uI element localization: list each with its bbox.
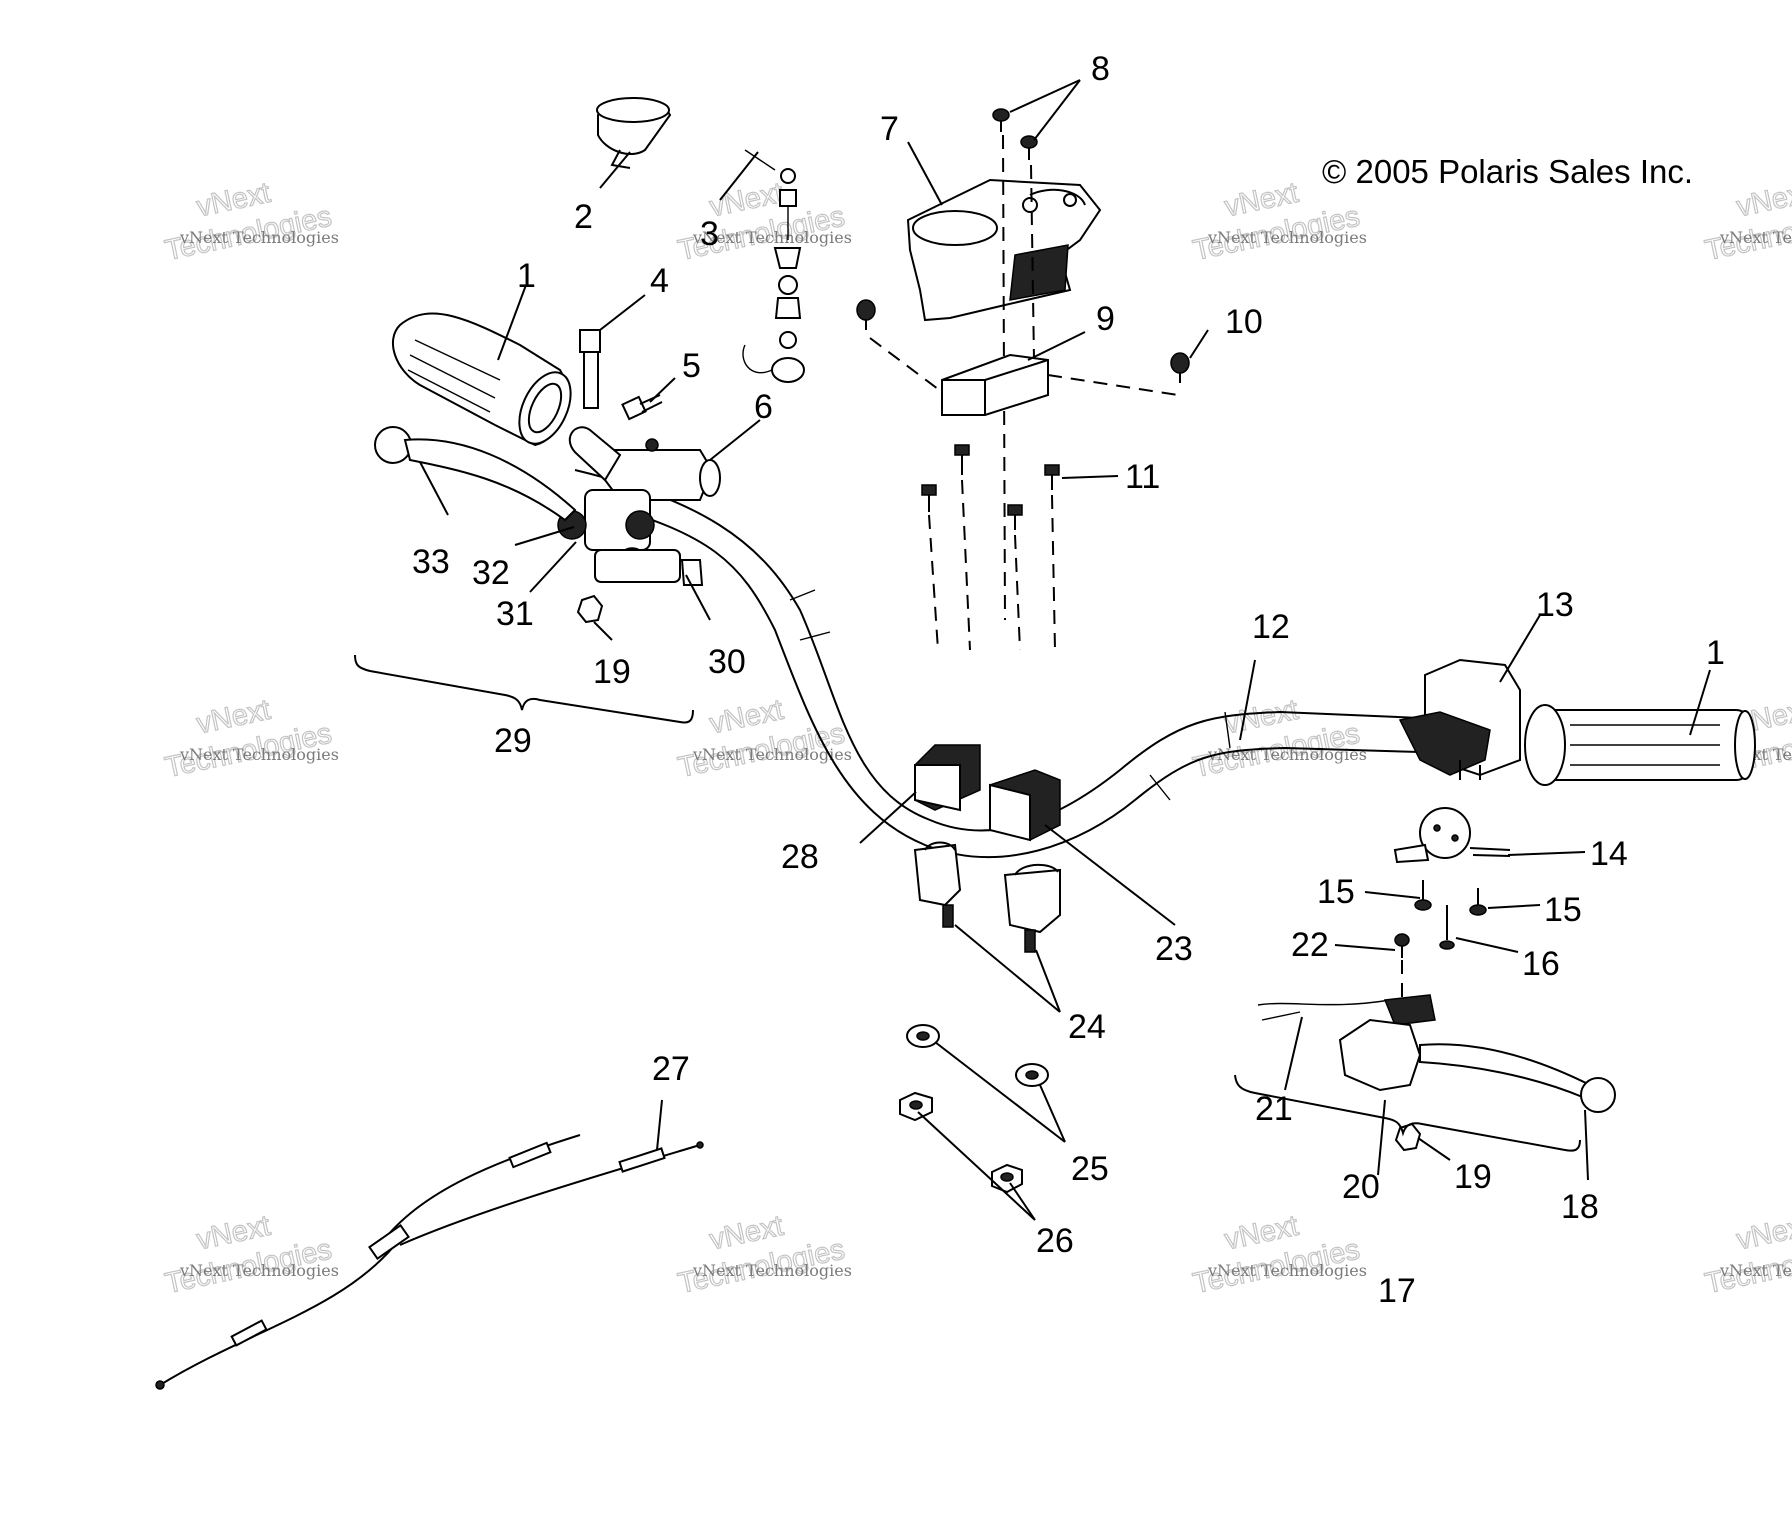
short-screw [621, 394, 663, 421]
watermark-line: vNext Technologies [1207, 228, 1367, 247]
callout-15-a: 15 [1317, 873, 1355, 911]
callout-1: 1 [517, 257, 536, 295]
copyright-text: © 2005 Polaris Sales Inc. [1322, 153, 1693, 190]
callout-21: 21 [1255, 1090, 1293, 1128]
callout-17: 17 [1378, 1272, 1416, 1310]
callout-25: 25 [1071, 1150, 1109, 1188]
handlebar-risers [913, 841, 1061, 953]
washers-and-nuts [899, 1024, 1049, 1194]
watermark-line: vNext Technologies [692, 228, 852, 247]
throttle-cover [596, 97, 672, 169]
callout-6: 6 [754, 388, 773, 426]
callout-19-left: 19 [593, 653, 631, 691]
callout-29: 29 [494, 722, 532, 760]
throttle-screws [1394, 880, 1487, 1000]
watermark-line: vNext Technologies [179, 745, 339, 764]
callout-9: 9 [1096, 300, 1115, 338]
leader-lines [419, 79, 1711, 1221]
group-brackets [354, 654, 1581, 1152]
callout-28: 28 [781, 838, 819, 876]
left-brake-clamp [557, 489, 704, 586]
left-nut [576, 594, 604, 624]
callout-14: 14 [1590, 835, 1628, 873]
callout-24: 24 [1068, 1008, 1106, 1046]
callout-numbers: 1 2 3 4 5 6 7 8 9 10 11 12 13 1 14 15 15… [412, 50, 1725, 1310]
callout-18: 18 [1561, 1188, 1599, 1226]
callout-26: 26 [1036, 1222, 1074, 1260]
bracket-screws [856, 299, 1190, 396]
callout-3: 3 [700, 215, 719, 253]
callout-13: 13 [1536, 586, 1574, 624]
callout-19-right: 19 [1454, 1158, 1492, 1196]
callout-30: 30 [708, 643, 746, 681]
throttle-cable [155, 1134, 704, 1390]
watermark-line: vNext Technologies [1719, 1261, 1792, 1280]
right-brake-assembly [1257, 994, 1616, 1152]
callout-11: 11 [1125, 458, 1160, 496]
callout-23: 23 [1155, 930, 1193, 968]
watermark-word-vnext: vNext [1734, 177, 1792, 224]
right-grip [1524, 704, 1756, 786]
callout-22: 22 [1291, 926, 1329, 964]
watermark-line: vNext Technologies [1207, 1261, 1367, 1280]
watermark-line: vNext Technologies [179, 1261, 339, 1280]
watermark-line: vNext Technologies [179, 228, 339, 247]
callout-31: 31 [496, 595, 534, 633]
handlebar [574, 469, 1421, 858]
callout-10: 10 [1225, 303, 1263, 341]
callout-15-b: 15 [1544, 891, 1582, 929]
handlebar-clamps [914, 744, 1061, 842]
callout-16: 16 [1522, 945, 1560, 983]
throttle-body [1393, 807, 1511, 864]
watermark-line: vNext Technologies [692, 745, 852, 764]
callout-33: 33 [412, 543, 450, 581]
master-cylinder-left [568, 426, 721, 501]
callout-8: 8 [1091, 50, 1110, 88]
mounting-bracket [941, 353, 1049, 416]
callout-1-right: 1 [1706, 634, 1725, 672]
key-switch [742, 149, 805, 383]
watermark-line: vNext Technologies [1719, 228, 1792, 247]
watermark-line: vNext Technologies [692, 1261, 852, 1280]
callout-4: 4 [650, 262, 669, 300]
long-bolt [579, 329, 601, 409]
callout-5: 5 [682, 347, 701, 385]
callout-20: 20 [1342, 1168, 1380, 1206]
callout-32: 32 [472, 554, 510, 592]
callout-7: 7 [880, 110, 899, 148]
callout-2: 2 [574, 198, 593, 236]
left-brake-lever [374, 426, 577, 522]
callout-27: 27 [652, 1050, 690, 1088]
riser-screws [921, 444, 1060, 651]
callout-12: 12 [1252, 608, 1290, 646]
throttle-switch-housing [1398, 658, 1521, 780]
left-grip [391, 312, 572, 447]
watermark-word-vnext: vNext [1734, 1210, 1792, 1257]
